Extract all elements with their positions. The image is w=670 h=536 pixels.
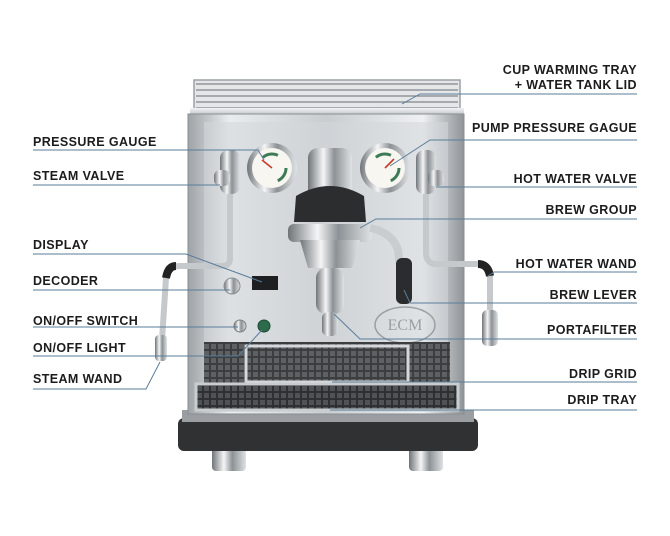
label-cup-warming-tray-line2: + WATER TANK LID	[514, 78, 637, 92]
leader-portafilter	[333, 313, 637, 340]
pump-pressure-gauge	[360, 143, 410, 193]
brew-group	[288, 148, 372, 242]
label-display: DISPLAY	[33, 238, 89, 252]
drip-grid	[204, 342, 450, 384]
on-off-light	[257, 319, 271, 333]
decoder	[223, 277, 241, 295]
leader-on-off-light	[33, 329, 263, 357]
leader-steam-wand	[33, 361, 161, 390]
label-on-off-light: ON/OFF LIGHT	[33, 341, 126, 355]
leader-brew-lever	[403, 289, 637, 304]
svg-text:ECM: ECM	[388, 317, 423, 334]
leader-display	[33, 253, 263, 283]
cup-warming-tray	[190, 79, 464, 118]
label-drip-grid: DRIP GRID	[569, 367, 637, 381]
base	[178, 410, 478, 451]
leader-hot-water-wand	[487, 271, 637, 277]
pressure-gauge	[247, 143, 297, 193]
leader-pressure-gauge	[33, 149, 265, 161]
leader-lines	[33, 93, 637, 411]
feet	[212, 447, 443, 471]
label-brew-lever: BREW LEVER	[549, 288, 637, 302]
label-hot-water-wand: HOT WATER WAND	[515, 257, 637, 271]
label-hot-water-valve: HOT WATER VALVE	[513, 172, 637, 186]
steam-valve	[214, 150, 240, 194]
leader-pump-pressure-gauge	[389, 139, 637, 167]
steam-wand	[155, 194, 233, 361]
leader-brew-group	[359, 218, 637, 229]
hot-water-valve	[416, 150, 444, 194]
label-portafilter: PORTAFILTER	[546, 323, 637, 337]
display	[252, 276, 278, 290]
label-cup-warming-tray: CUP WARMING TRAY + WATER TANK LID	[503, 63, 637, 93]
label-on-off-switch: ON/OFF SWITCH	[33, 314, 139, 328]
label-pressure-gauge: PRESSURE GAUGE	[33, 135, 157, 149]
portafilter	[300, 240, 360, 336]
on-off-switch	[233, 319, 247, 333]
label-pump-pressure-gauge: PUMP PRESSURE GAGUE	[471, 121, 637, 135]
hot-water-wand	[423, 194, 498, 346]
label-cup-warming-tray-line1: CUP WARMING TRAY	[502, 63, 637, 77]
brew-lever	[369, 224, 412, 304]
label-decoder: DECODER	[33, 274, 99, 288]
label-steam-valve: STEAM VALVE	[33, 169, 125, 183]
leader-cup-warming-tray	[401, 93, 637, 105]
drip-tray	[194, 382, 460, 412]
label-brew-group: BREW GROUP	[545, 203, 637, 217]
label-drip-tray: DRIP TRAY	[567, 393, 637, 407]
label-steam-wand: STEAM WAND	[33, 372, 123, 386]
